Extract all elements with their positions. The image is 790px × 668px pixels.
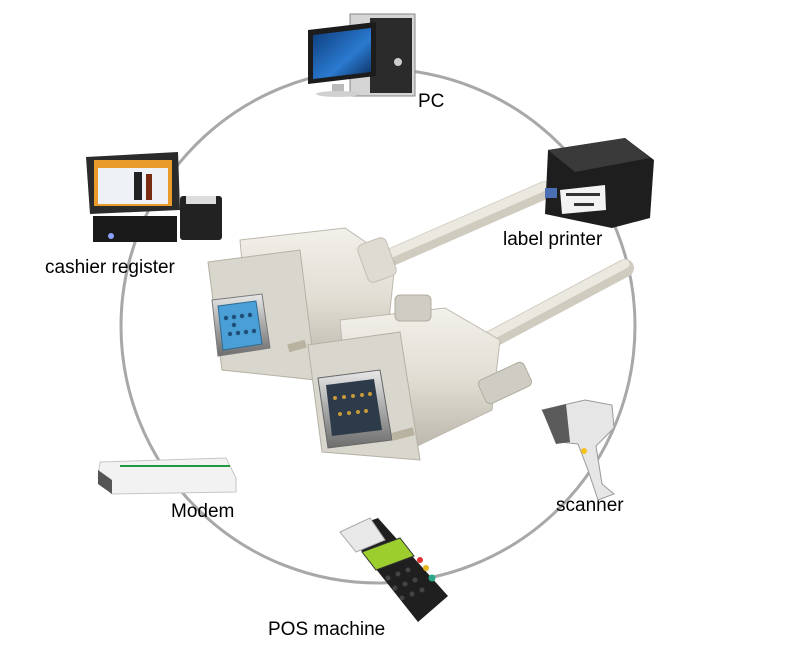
device-label-pc: PC	[418, 91, 445, 112]
serial-cable	[371, 181, 634, 349]
barcode-scanner-icon	[541, 399, 615, 501]
male-db9-connector	[307, 294, 533, 461]
desktop-computer-icon	[308, 13, 416, 97]
device-label-modem: Modem	[171, 501, 235, 522]
cash-register-icon	[86, 152, 222, 242]
device-label-pos-machine: POS machine	[268, 619, 386, 640]
modem-icon	[97, 457, 237, 495]
device-label-scanner: scanner	[556, 495, 624, 516]
pos-terminal-icon	[339, 517, 448, 622]
device-label-label-printer: label printer	[503, 229, 603, 250]
device-label-cashier-register: cashier register	[45, 257, 175, 278]
label-printer-icon	[545, 138, 654, 228]
female-db9-connector	[207, 227, 397, 381]
